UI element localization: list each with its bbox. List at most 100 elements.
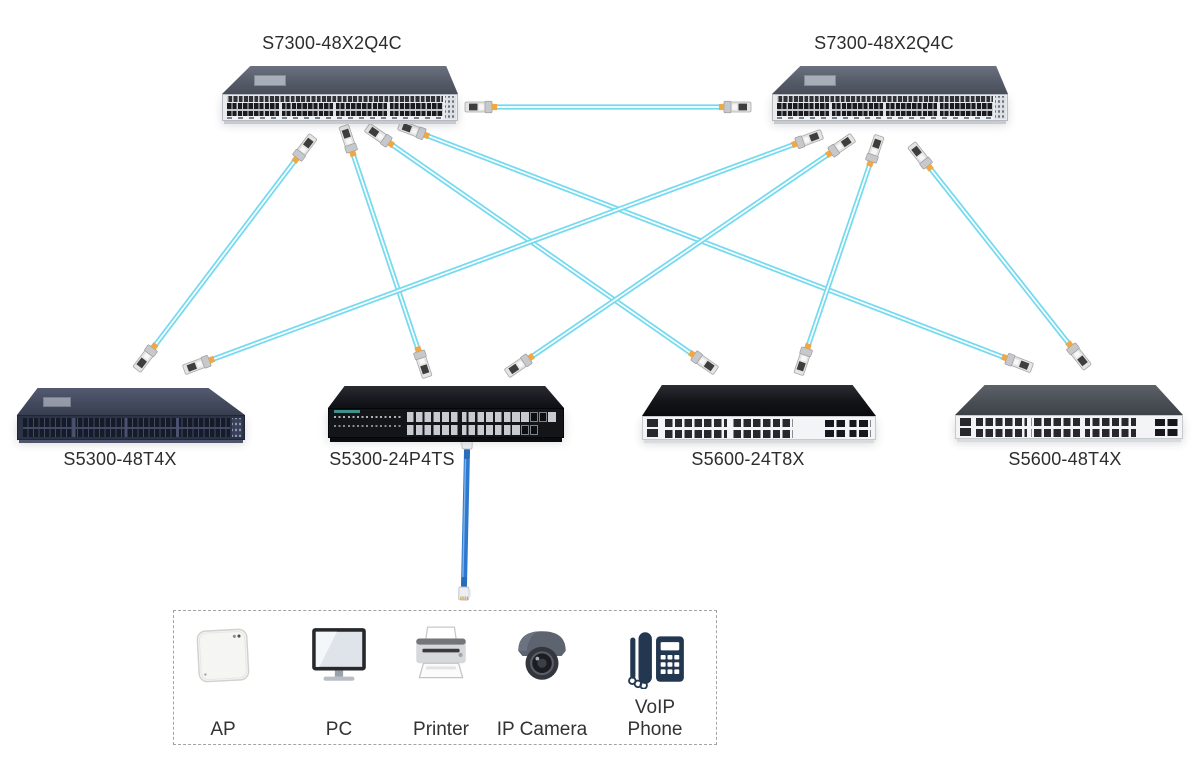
switch-s5300-48t4x	[17, 388, 245, 444]
device-label-voip-phone: VoIP Phone	[627, 697, 683, 740]
sfp-transceiver-icon	[687, 349, 719, 375]
switch-s5300-24p4ts	[328, 386, 564, 443]
pc-icon	[312, 628, 366, 681]
switch-chassis-top	[642, 385, 876, 416]
device-label-ap: AP	[210, 719, 236, 740]
device-label-printer: Printer	[413, 719, 469, 740]
switch-label-s7300-left: S7300-48X2Q4C	[262, 33, 402, 53]
ap-icon	[196, 628, 250, 683]
switch-front-panel	[772, 94, 1008, 121]
brand-mark	[334, 410, 360, 413]
sfp-transceiver-icon	[907, 141, 934, 172]
link-s5300-24p4ts-to-access-devices	[461, 448, 470, 588]
switch-chassis-bottom	[957, 439, 1181, 442]
switch-label-s5600-48t4x: S5600-48T4X	[1008, 449, 1122, 469]
sfp-port-bank	[227, 103, 443, 116]
switch-chassis-top	[328, 386, 564, 408]
switch-chassis-top	[222, 66, 458, 94]
sfp-transceiver-icon	[132, 342, 159, 373]
link-s7300-right-to-s5300-48t4x	[211, 142, 795, 362]
link-s7300-left-to-s5600-48t4x	[426, 133, 1005, 360]
sfp-transceiver-icon	[793, 342, 813, 376]
sfp-transceiver-icon	[364, 123, 396, 149]
device-ip-camera: IP Camera	[494, 621, 590, 741]
link-s7300-left-to-s5300-24p4ts	[351, 153, 420, 350]
sfp-transceiver-icon	[291, 133, 318, 164]
link-s7300-left-to-s5300-48t4x	[153, 159, 297, 347]
link-s7300-right-to-s5600-24t8x	[806, 163, 872, 347]
rj45-port-bank	[976, 418, 1136, 437]
uplink-port-group	[512, 412, 558, 435]
link-s7300-right-to-s5600-48t4x	[928, 167, 1071, 345]
sfp-transceiver-icon	[1000, 352, 1034, 373]
link-s7300-left-to-s5600-24t8x	[390, 142, 693, 356]
port-number-strip	[777, 96, 993, 102]
sfp-port-bank	[1155, 419, 1179, 436]
rj45-port-bank	[407, 412, 513, 435]
switch-chassis-bottom	[224, 121, 456, 124]
rj45-port	[548, 412, 556, 422]
sfp-transceiver-icon	[504, 352, 536, 378]
sfp-port-bank	[23, 418, 230, 437]
switch-chassis-top	[772, 66, 1008, 94]
led-indicator-panel	[334, 414, 402, 432]
switch-front-panel	[955, 415, 1183, 439]
sfp-transceiver-icon	[338, 124, 358, 158]
access-devices-box: AP PC Printer	[173, 610, 717, 745]
device-printer: Printer	[393, 621, 489, 741]
sfp-transceiver-icon	[719, 100, 752, 114]
sfp-transceiver-icon	[865, 134, 885, 168]
switch-nameplate	[254, 75, 286, 86]
management-port-group	[959, 418, 974, 437]
port-number-strip	[777, 116, 993, 120]
switch-chassis-bottom	[19, 440, 243, 443]
switch-s7300-left	[222, 66, 458, 125]
sfp-transceiver-icon	[790, 129, 824, 149]
switch-nameplate	[43, 397, 71, 407]
status-led-grid	[995, 96, 1006, 119]
status-led-grid	[445, 96, 456, 119]
switch-chassis-bottom	[330, 438, 562, 442]
switch-nameplate	[804, 75, 836, 86]
switch-label-s7300-right: S7300-48X2Q4C	[814, 33, 954, 53]
sfp-transceiver-icon	[413, 345, 433, 379]
management-port-group	[646, 419, 661, 438]
sfp-transceiver-icon	[824, 133, 856, 159]
device-ap: AP	[175, 621, 271, 741]
switch-label-s5300-48t4x: S5300-48T4X	[63, 449, 177, 469]
sfp-transceiver-icon	[464, 100, 497, 114]
rj45-port	[512, 425, 520, 435]
switch-front-panel	[222, 94, 458, 121]
voip-phone-icon	[628, 632, 684, 689]
device-voip-phone: VoIP Phone	[607, 621, 703, 741]
switch-front-panel	[642, 416, 876, 440]
switch-front-panel	[17, 415, 245, 440]
sfp-port-bank	[777, 103, 993, 116]
link-s7300-right-to-s5300-24p4ts	[530, 152, 830, 359]
status-led-grid	[232, 418, 242, 437]
sfp-port-bank	[825, 420, 871, 437]
sfp-port	[530, 412, 538, 422]
device-label-ip-camera: IP Camera	[496, 719, 588, 740]
device-pc: PC	[291, 621, 387, 741]
sfp-port	[530, 425, 538, 435]
switch-s5600-24t8x	[642, 385, 876, 443]
switch-chassis-bottom	[774, 121, 1006, 124]
printer-icon	[416, 626, 466, 679]
device-label-pc: PC	[325, 719, 353, 740]
rj45-port	[512, 412, 520, 422]
rj45-connector-icon	[458, 576, 471, 601]
sfp-transceiver-icon	[182, 355, 216, 375]
sfp-transceiver-icon	[1065, 340, 1092, 371]
switch-chassis-bottom	[644, 440, 874, 443]
switch-chassis-top	[955, 385, 1183, 415]
switch-label-s5600-24t8x: S5600-24T8X	[691, 449, 805, 469]
ip-camera-icon	[518, 631, 566, 680]
port-number-strip	[227, 96, 443, 102]
sfp-port	[539, 412, 547, 422]
sfp-port	[521, 425, 529, 435]
switch-s7300-right	[772, 66, 1008, 125]
switch-s5600-48t4x	[955, 385, 1183, 442]
port-number-strip	[227, 116, 443, 120]
